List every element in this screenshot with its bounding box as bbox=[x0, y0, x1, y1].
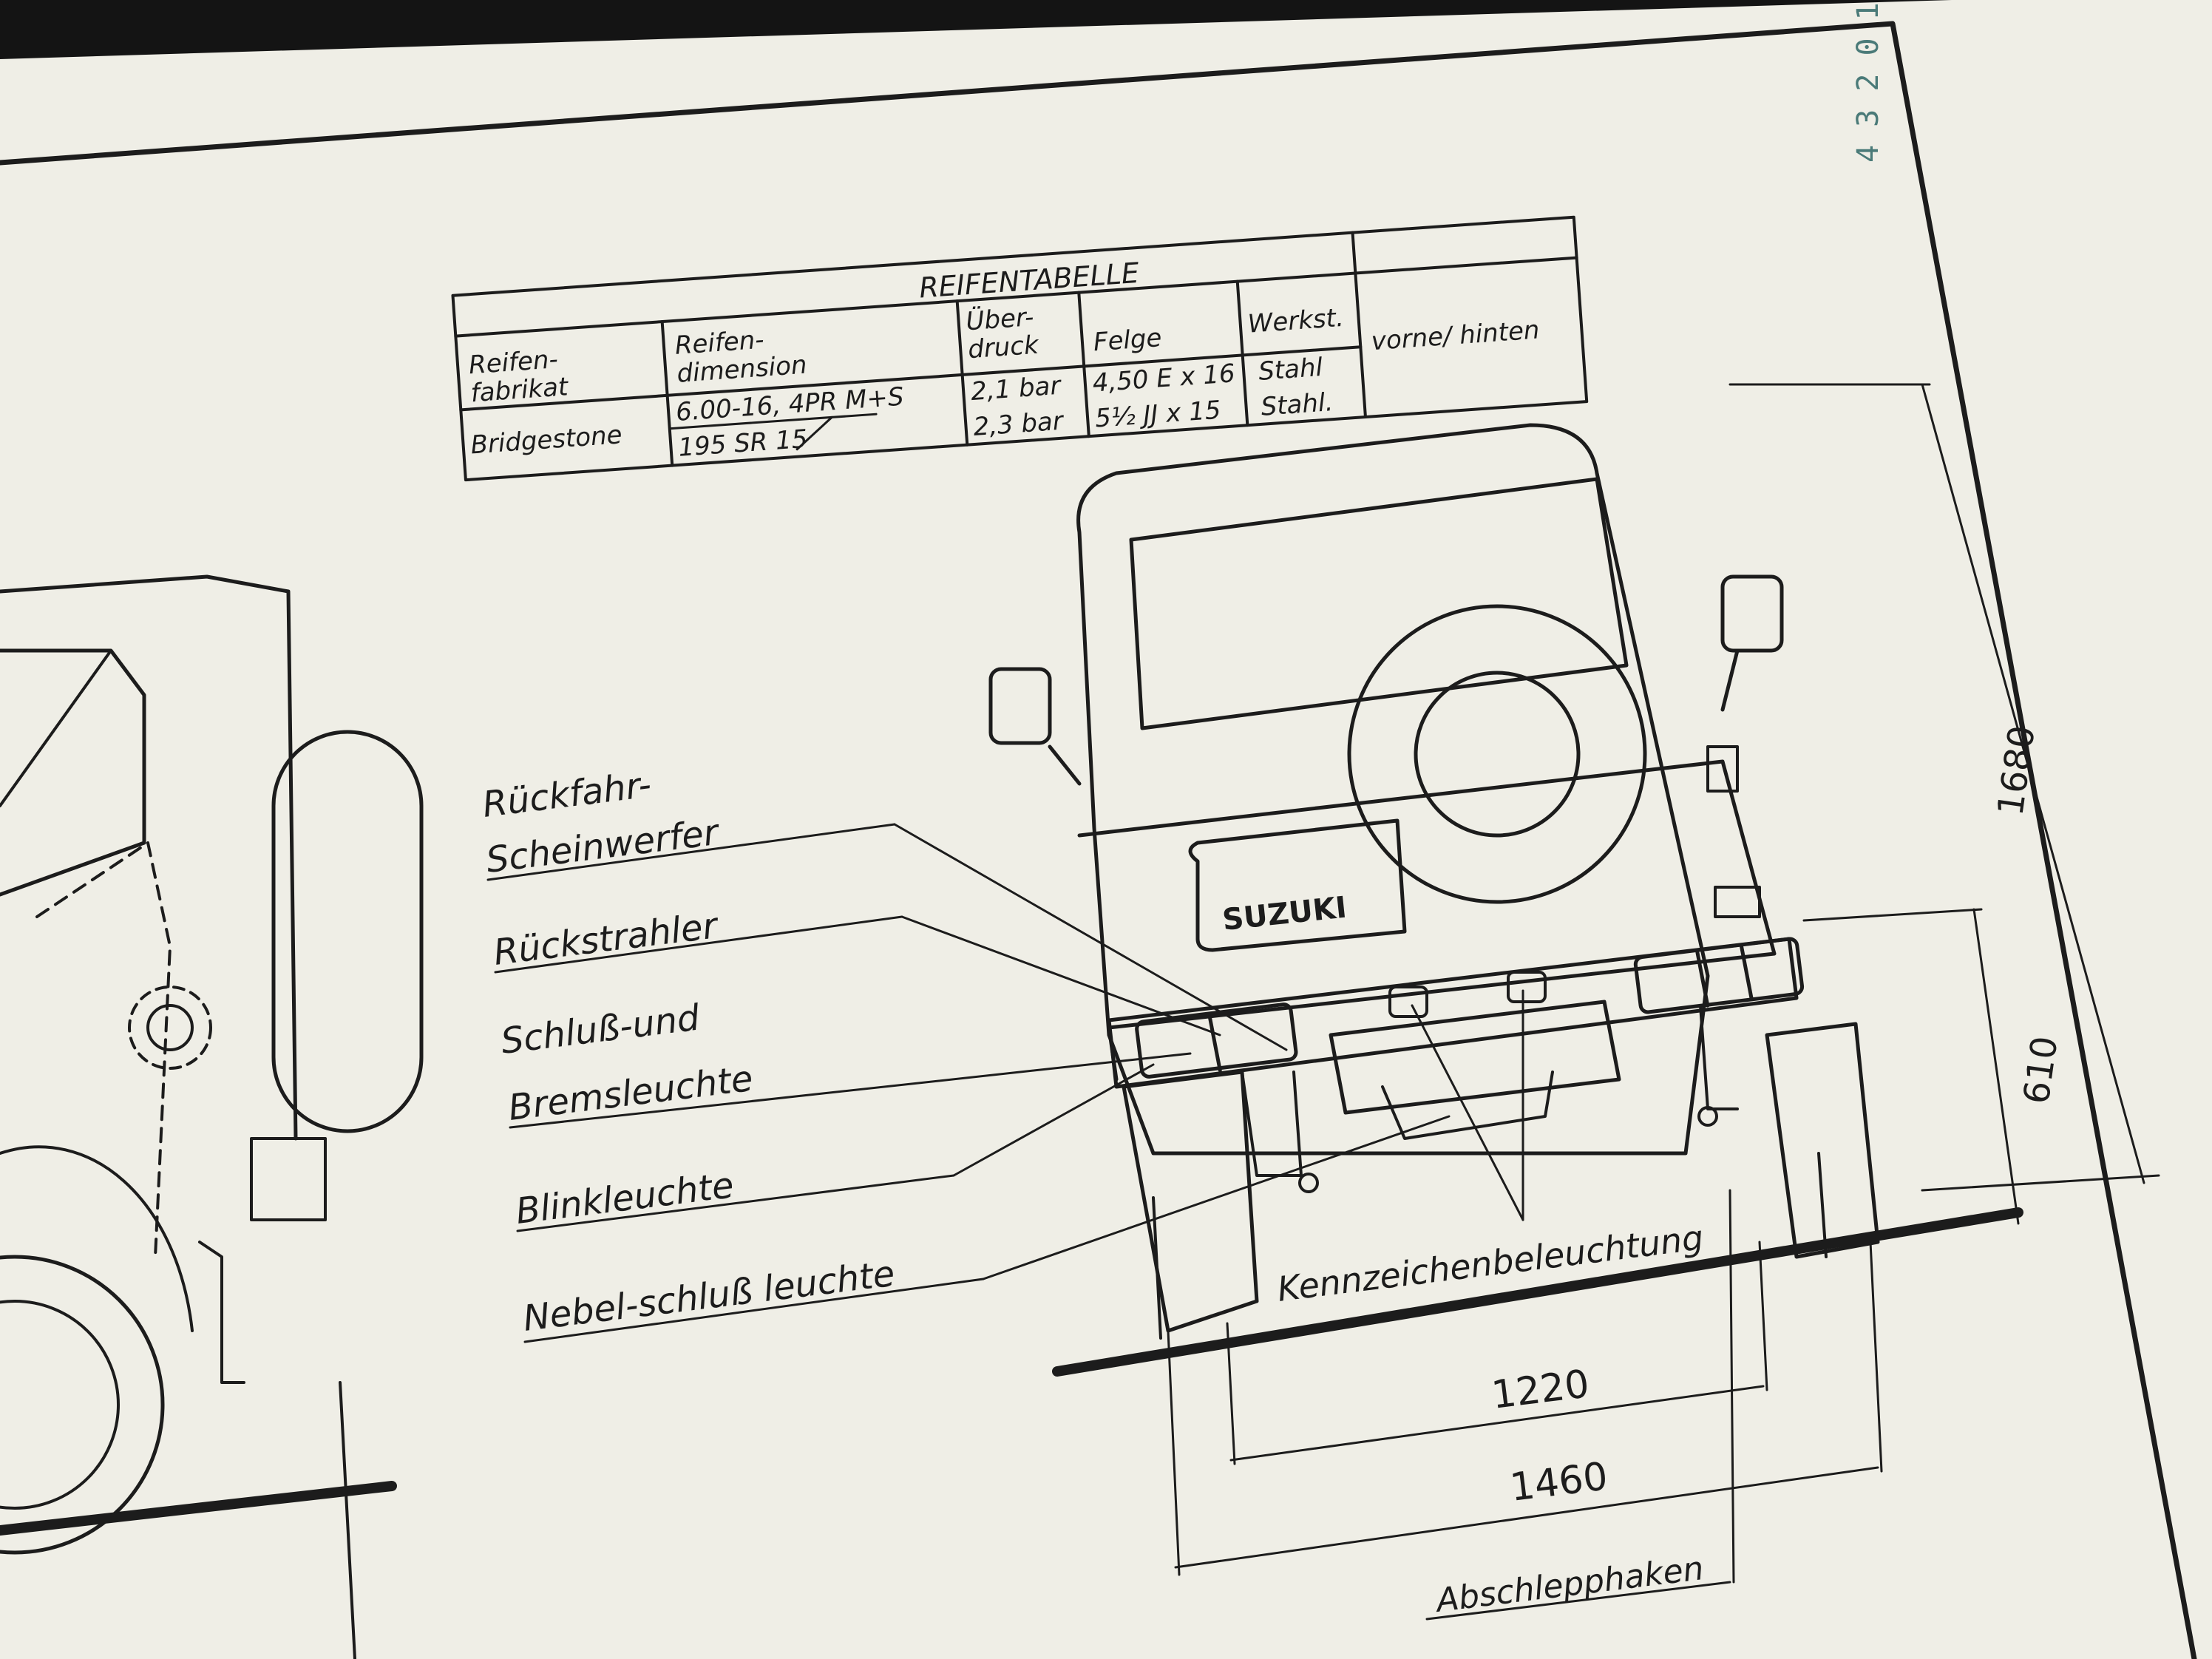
header-reifen-2: fabrikat bbox=[469, 372, 570, 408]
dimension-lines bbox=[1167, 383, 2160, 1584]
header-felge: Felge bbox=[1093, 323, 1163, 357]
license-plate-area bbox=[1329, 1000, 1621, 1115]
cell-druck-2: 2,3 bar bbox=[972, 407, 1065, 443]
side-rear-wheel bbox=[0, 1255, 165, 1555]
cell-werkst-2: Stahl. bbox=[1260, 387, 1334, 422]
side-spare-wheel bbox=[271, 730, 424, 1133]
header-werkst: Werkst. bbox=[1246, 303, 1345, 339]
side-view-vehicle bbox=[0, 574, 424, 1659]
rear-bumper bbox=[1107, 937, 1799, 1089]
tire-table: REIFENTABELLE Reifen- fabrikat Reifen- d… bbox=[451, 215, 1589, 482]
abschlepp-underline bbox=[1425, 1581, 1731, 1621]
header-druck-1: Über- bbox=[965, 302, 1034, 336]
cell-druck-1: 2,1 bar bbox=[970, 371, 1063, 407]
right-lamp-cluster bbox=[1633, 937, 1805, 1014]
dim-bumper-height: 610 bbox=[2015, 1034, 2066, 1107]
rear-window bbox=[1129, 477, 1629, 730]
left-mirror bbox=[988, 667, 1052, 745]
right-mirror bbox=[1720, 574, 1784, 653]
left-mudflap bbox=[1122, 1070, 1259, 1333]
stamp-number: 4 3 2 0 1 9 bbox=[1851, 0, 1885, 163]
callout-leaders bbox=[486, 823, 1524, 1343]
frame-border bbox=[0, 21, 2197, 1659]
right-mudflap bbox=[1765, 1022, 1880, 1259]
header-druck-2: druck bbox=[967, 330, 1040, 365]
header-dimension-1: Reifen- bbox=[674, 325, 765, 361]
header-reifen-1: Reifen- bbox=[468, 345, 559, 380]
rear-spare-wheel bbox=[1347, 604, 1647, 904]
cell-werkst-1: Stahl bbox=[1258, 353, 1324, 387]
ground-lines bbox=[1052, 1207, 2023, 1377]
